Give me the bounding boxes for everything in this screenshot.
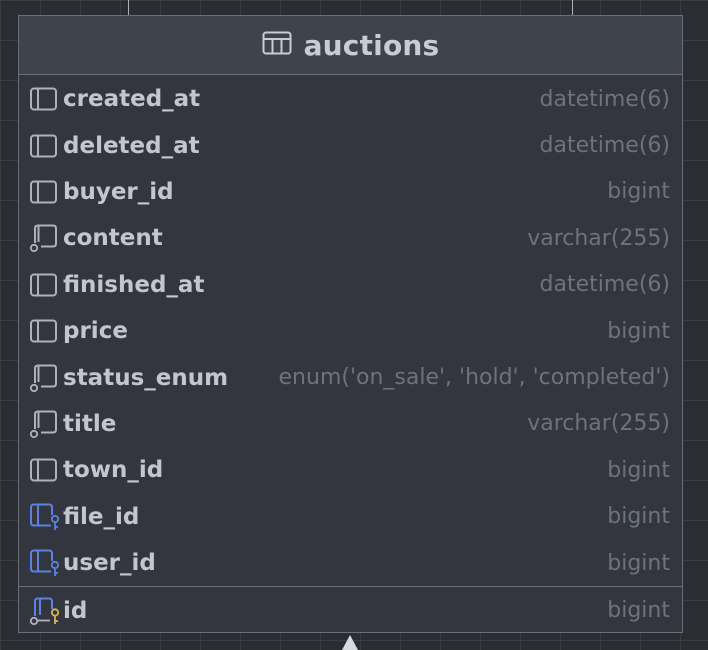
column-name: id	[63, 597, 88, 624]
column-row[interactable]: buyer_id bigint	[19, 169, 682, 215]
column-icon	[29, 84, 63, 114]
column-row[interactable]: user_id bigint	[19, 540, 682, 586]
column-type: bigint	[607, 504, 670, 530]
primary-key-icon	[29, 596, 63, 626]
column-type: bigint	[607, 598, 670, 624]
table-header[interactable]: auctions	[19, 16, 682, 75]
column-name: user_id	[63, 550, 156, 577]
column-type: bigint	[607, 179, 670, 205]
column-type: bigint	[607, 457, 670, 483]
column-type: enum('on_sale', 'hold', 'completed')	[278, 365, 670, 391]
foreign-key-icon	[29, 548, 63, 578]
column-name: file_id	[63, 503, 140, 530]
column-name: buyer_id	[63, 178, 174, 205]
column-not-null-icon	[29, 223, 63, 253]
column-icon	[29, 131, 63, 161]
column-name: finished_at	[63, 271, 205, 298]
column-name: deleted_at	[63, 132, 200, 159]
column-not-null-icon	[29, 363, 63, 393]
relation-line	[572, 0, 573, 16]
column-type: datetime(6)	[539, 272, 670, 298]
column-row[interactable]: created_at datetime(6)	[19, 76, 682, 122]
column-list: created_at datetime(6) deleted_at datetime(…	[19, 75, 682, 586]
column-icon	[29, 455, 63, 485]
column-name: price	[63, 318, 128, 345]
column-name: status_enum	[63, 364, 229, 391]
column-row[interactable]: deleted_at datetime(6)	[19, 122, 682, 168]
column-row[interactable]: content varchar(255)	[19, 215, 682, 261]
table-grid-icon	[262, 31, 292, 59]
column-not-null-icon	[29, 409, 63, 439]
column-name: town_id	[63, 457, 164, 484]
column-type: bigint	[607, 550, 670, 576]
column-row[interactable]: file_id bigint	[19, 494, 682, 540]
column-icon	[29, 177, 63, 207]
column-name: content	[63, 225, 163, 252]
column-row[interactable]: price bigint	[19, 308, 682, 354]
column-row-primary-key[interactable]: id bigint	[19, 587, 682, 634]
column-row[interactable]: status_enum enum('on_sale', 'hold', 'comp…	[19, 354, 682, 400]
column-row[interactable]: town_id bigint	[19, 447, 682, 493]
foreign-key-icon	[29, 502, 63, 532]
column-row[interactable]: title varchar(255)	[19, 401, 682, 447]
column-type: varchar(255)	[527, 411, 670, 437]
column-name: title	[63, 410, 117, 437]
relation-arrow-icon	[342, 635, 358, 650]
column-type: datetime(6)	[539, 133, 670, 159]
column-row[interactable]: finished_at datetime(6)	[19, 262, 682, 308]
relation-line	[128, 0, 129, 16]
column-icon	[29, 316, 63, 346]
column-icon	[29, 270, 63, 300]
column-name: created_at	[63, 86, 201, 113]
column-type: varchar(255)	[527, 225, 670, 251]
primary-key-section: id bigint	[19, 586, 682, 634]
table-name: auctions	[303, 28, 440, 62]
column-type: bigint	[607, 318, 670, 344]
column-type: datetime(6)	[539, 86, 670, 112]
